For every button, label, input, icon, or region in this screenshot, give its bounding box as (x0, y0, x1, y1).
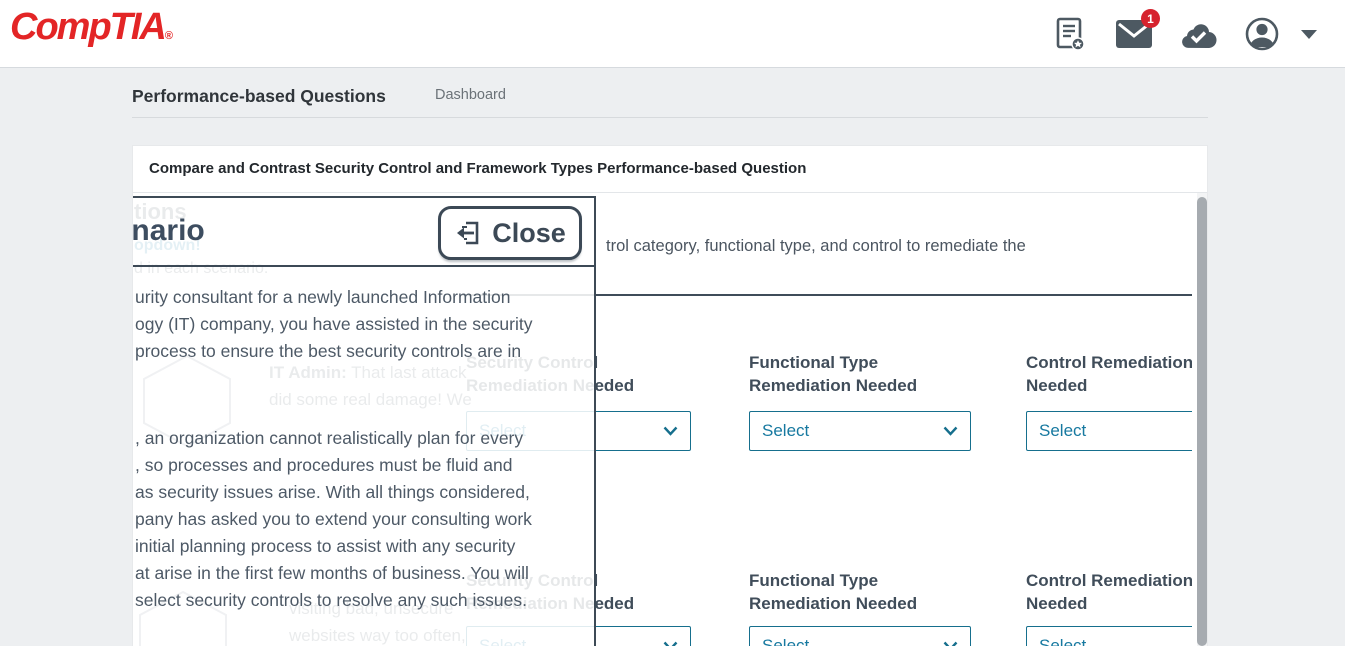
chevron-down-icon (663, 641, 678, 646)
label-functional-type: Functional TypeRemediation Needed (749, 351, 917, 397)
card-title-bar: Compare and Contrast Security Control an… (133, 146, 1207, 193)
scenario-text-line: , so processes and procedures must be fl… (135, 452, 595, 479)
label-functional-type: Functional TypeRemediation Needed (749, 569, 917, 615)
label-control-remediation: Control RemediationNeeded (1026, 569, 1192, 615)
label-line: Control Remediation (1026, 571, 1192, 590)
label-control-remediation: Control RemediationNeeded (1026, 351, 1192, 397)
account-icon[interactable] (1243, 15, 1281, 53)
select-control-remediation-2[interactable]: Select (1026, 626, 1192, 646)
modal-title-visible: ario (150, 214, 205, 247)
label-line: Functional Type (749, 571, 878, 590)
chevron-down-icon (943, 426, 958, 436)
label-line: Control Remediation (1026, 353, 1192, 372)
scrollbar-track[interactable] (1197, 193, 1207, 646)
topbar-icon-group: 1 (1051, 0, 1317, 68)
modal-body-text: urity consultant for a newly launched In… (135, 284, 595, 614)
chevron-down-icon[interactable] (1301, 30, 1317, 39)
activity-viewport: tions opdown! d in each scenario. IT Adm… (133, 193, 1192, 646)
modal-divider (133, 265, 596, 267)
scenario-text-line: initial planning process to assist with … (135, 533, 595, 560)
person-circle-icon (1244, 16, 1280, 52)
select-value: Select (1039, 421, 1086, 441)
assignment-icon[interactable] (1051, 15, 1089, 53)
card-body: tions opdown! d in each scenario. IT Adm… (133, 193, 1207, 646)
close-button-label: Close (492, 218, 566, 249)
chevron-down-icon (943, 641, 958, 646)
exit-icon (454, 219, 482, 247)
select-functional-type-1[interactable]: Select (749, 411, 971, 451)
question-card: Compare and Contrast Security Control an… (132, 145, 1208, 646)
label-line: Functional Type (749, 353, 878, 372)
select-value: Select (762, 421, 809, 441)
scenario-text-line: at arise in the first few months of busi… (135, 560, 595, 587)
scenario-modal: Scenario Close urity consultant for a ne… (133, 196, 596, 646)
label-line: Needed (1026, 594, 1087, 613)
select-value: Select (762, 636, 809, 646)
instruction-text: trol category, functional type, and cont… (606, 237, 1026, 256)
close-button[interactable]: Close (438, 206, 582, 260)
top-nav-bar: CompTIA® 1 (0, 0, 1345, 68)
page-heading-row: Performance-based Questions Dashboard (132, 84, 1208, 118)
scenario-text-line: ogy (IT) company, you have assisted in t… (135, 311, 595, 338)
cloud-sync-icon[interactable] (1179, 15, 1217, 53)
scrollbar-thumb[interactable] (1197, 197, 1207, 646)
mail-icon[interactable]: 1 (1115, 15, 1153, 53)
scenario-text-line: as security issues arise. With all thing… (135, 479, 595, 506)
modal-title: Scenario (133, 214, 205, 248)
nav-link-dashboard[interactable]: Dashboard (435, 87, 506, 103)
select-functional-type-2[interactable]: Select (749, 626, 971, 646)
document-with-star-icon (1055, 17, 1085, 51)
mail-badge: 1 (1141, 9, 1160, 28)
scenario-text-line: pany has asked you to extend your consul… (135, 506, 595, 533)
select-value: Select (1039, 636, 1086, 646)
label-line: Remediation Needed (749, 376, 917, 395)
scenario-text-line: select security controls to resolve any … (135, 587, 595, 614)
card-title: Compare and Contrast Security Control an… (149, 160, 806, 177)
label-line: Needed (1026, 376, 1087, 395)
comptia-logo[interactable]: CompTIA® (10, 6, 173, 49)
label-line: Remediation Needed (749, 594, 917, 613)
scenario-text-line: process to ensure the best security cont… (135, 338, 595, 365)
registered-mark: ® (165, 30, 173, 42)
page-title: Performance-based Questions (132, 86, 386, 107)
cloud-check-icon (1179, 20, 1217, 48)
scenario-text-line: urity consultant for a newly launched In… (135, 284, 595, 311)
select-control-remediation-1[interactable]: Select (1026, 411, 1192, 451)
logo-text: CompTIA (10, 6, 165, 48)
scenario-text-line: , an organization cannot realistically p… (135, 425, 595, 452)
chevron-down-icon (663, 426, 678, 436)
